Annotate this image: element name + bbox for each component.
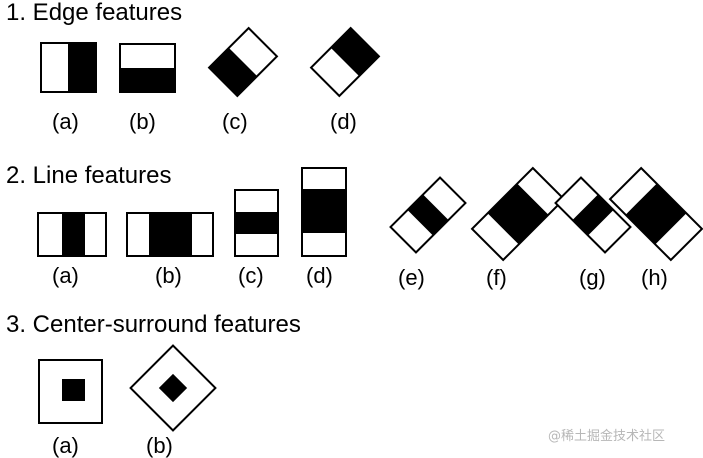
line-label-h: (h) (641, 265, 668, 290)
line-feature-f-icon (470, 166, 566, 262)
watermark-text: @稀土掘金技术社区 (548, 428, 665, 444)
section-title-center-surround: 3. Center-surround features (6, 311, 301, 338)
line-feature-d-icon (301, 167, 347, 257)
edge-feature-d-icon (309, 26, 381, 98)
line-label-f: (f) (486, 265, 507, 290)
line-label-a: (a) (52, 263, 79, 288)
center-surround-label-a: (a) (52, 433, 79, 458)
line-feature-h-icon (608, 166, 703, 262)
center-surround-label-b: (b) (146, 433, 173, 458)
section-title-edge: 1. Edge features (6, 0, 182, 26)
line-label-d: (d) (306, 263, 333, 288)
center-surround-feature-b-icon (129, 344, 217, 432)
edge-label-b: (b) (129, 109, 156, 134)
center-surround-feature-a-icon (38, 359, 103, 424)
line-feature-a-icon (37, 212, 107, 257)
line-label-b: (b) (155, 263, 182, 288)
edge-label-a: (a) (52, 109, 79, 134)
line-label-c: (c) (238, 263, 264, 288)
edge-label-d: (d) (330, 109, 357, 134)
line-feature-e-icon (389, 176, 467, 254)
line-feature-g-icon (554, 176, 632, 254)
line-label-g: (g) (579, 265, 606, 290)
edge-feature-a-icon (40, 42, 97, 93)
line-label-e: (e) (398, 265, 425, 290)
line-feature-b-icon (126, 212, 214, 257)
edge-label-c: (c) (222, 109, 248, 134)
edge-feature-c-icon (207, 26, 279, 98)
edge-feature-b-icon (119, 43, 176, 93)
section-title-line: 2. Line features (6, 162, 171, 189)
line-feature-c-icon (234, 189, 279, 257)
